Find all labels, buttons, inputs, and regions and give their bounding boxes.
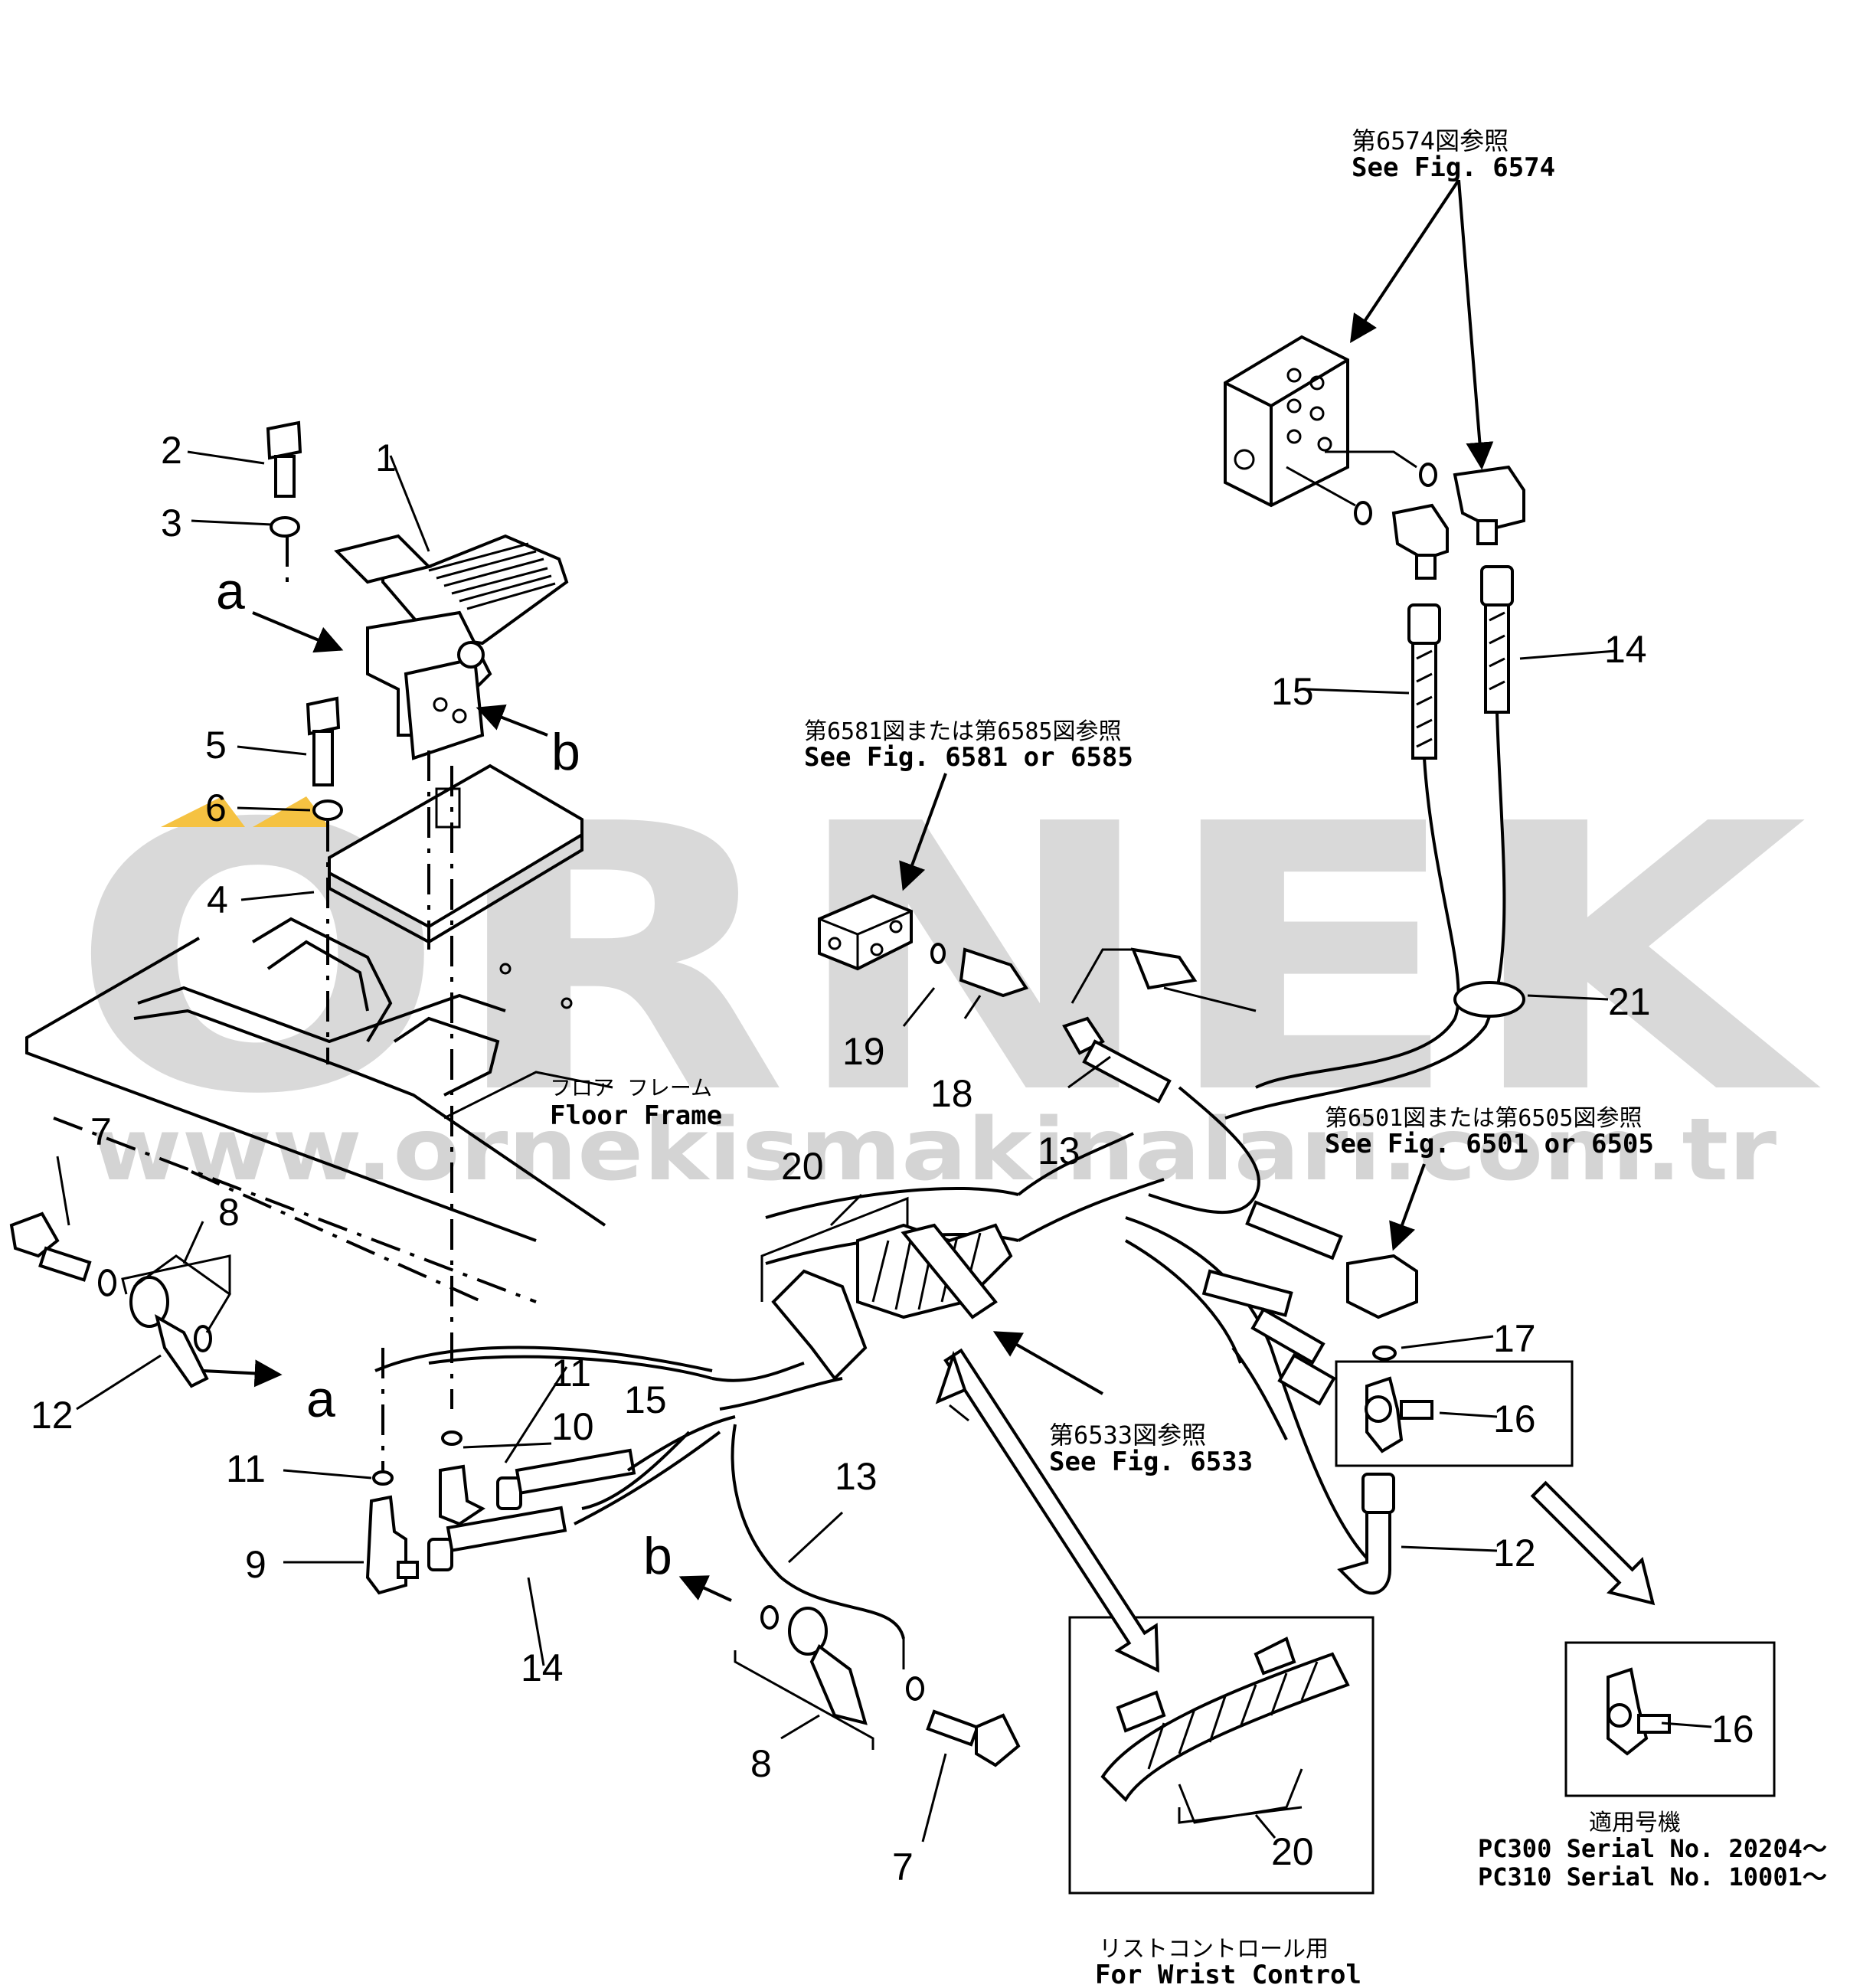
part-label-12-right: 12 [1493, 1532, 1536, 1574]
part-label-13-lower: 13 [835, 1455, 878, 1498]
hose-12-right [1337, 1473, 1395, 1595]
part-label-10: 10 [551, 1405, 594, 1448]
ref-6581-jp: 第6581図または第6585図参照 [804, 718, 1122, 745]
bolt-5-drawing [306, 696, 341, 786]
reference-labels: 第6574図参照 See Fig. 6574 第6581図または第6585図参照… [550, 126, 1827, 1988]
watermark-url: www.ornekismakinalari.com.tr [92, 1100, 1777, 1200]
part-label-14-lower: 14 [521, 1646, 564, 1689]
wrist-control-en: For Wrist Control [1095, 1960, 1361, 1988]
box-16 [1335, 1360, 1574, 1467]
hose-14-15-upper [1224, 565, 1525, 1120]
part-label-6: 6 [205, 786, 227, 829]
ref-6533-en: See Fig. 6533 [1049, 1447, 1253, 1477]
part-label-16-inset: 16 [1711, 1708, 1754, 1751]
hose-14-lower-drawing [427, 1506, 567, 1571]
watermark-accent-mark [161, 796, 329, 827]
left-lower-parts [9, 1211, 231, 1388]
letter-b-upper: b [551, 723, 580, 781]
fitting-18-drawing [959, 947, 1029, 998]
wrist-control-jp: リストコントロール用 [1099, 1936, 1329, 1963]
ref-6574-en: See Fig. 6574 [1352, 152, 1555, 183]
fittings-9-10-11 [365, 1415, 736, 1595]
serial-title: 適用号機 [1589, 1810, 1681, 1836]
floor-frame-drawing [25, 917, 613, 1303]
part-label-13-upper: 13 [1038, 1130, 1080, 1172]
letter-a-upper: a [216, 562, 245, 620]
part-label-15-lower: 15 [624, 1378, 667, 1421]
clamp-21-drawing [1453, 981, 1525, 1018]
washer-3-drawing [270, 516, 300, 538]
leader-lines [56, 178, 1712, 1842]
part-label-18: 18 [930, 1072, 973, 1115]
ref-6581-en: See Fig. 6581 or 6585 [804, 742, 1133, 773]
part-label-2: 2 [161, 429, 182, 472]
serial-inset [1564, 1641, 1776, 1797]
part-label-9: 9 [245, 1543, 266, 1586]
hose-15-lower-drawing [496, 1448, 636, 1510]
letter-a-lower: a [306, 1370, 335, 1428]
part-label-15-upper: 15 [1271, 670, 1314, 713]
part-label-7-lower: 7 [892, 1846, 914, 1888]
valve-block-6574 [1224, 335, 1525, 580]
watermark: ORNEK www.ornekismakinalari.com.tr [69, 747, 1824, 1200]
washer-6-drawing [312, 799, 343, 821]
part-label-20-inset: 20 [1271, 1830, 1314, 1873]
part-number-labels: 2 3 1 5 6 4 7 8 12 11 10 15 11 9 14 13 8… [31, 429, 1754, 1888]
part-label-11-lower: 11 [226, 1447, 266, 1490]
outline-arrows [935, 1348, 1656, 1673]
watermark-brand: ORNEK [69, 747, 1824, 1175]
oring-17-drawing [1372, 1345, 1397, 1361]
block-6581 [818, 894, 1257, 1012]
part-label-4: 4 [207, 878, 228, 921]
part-label-11-upper: 11 [551, 1352, 591, 1395]
serial-line-1: PC300 Serial No. 20204～ [1478, 1834, 1827, 1863]
letter-b-lower: b [643, 1527, 672, 1585]
part-label-12-left: 12 [31, 1394, 74, 1437]
bottom-7-8-assembly [760, 1605, 1021, 1767]
part-label-16-main: 16 [1493, 1398, 1536, 1440]
ref-6501-jp: 第6501図または第6505図参照 [1325, 1105, 1643, 1132]
valve-6501 [1201, 1200, 1418, 1440]
pedal-assembly [266, 420, 583, 1470]
part-label-8-lower: 8 [750, 1742, 772, 1785]
bolt-2-drawing [266, 420, 302, 498]
part-label-20-main: 20 [781, 1145, 824, 1188]
part-label-3: 3 [161, 502, 182, 544]
serial-line-2: PC310 Serial No. 10001～ [1478, 1862, 1827, 1892]
ref-6574-jp: 第6574図参照 [1352, 126, 1509, 155]
part-label-8-left: 8 [218, 1191, 240, 1234]
floor-frame-en: Floor Frame [550, 1100, 722, 1131]
oring-19-drawing [930, 943, 946, 964]
part-label-7-left: 7 [90, 1110, 112, 1153]
wrist-control-inset [1068, 1616, 1375, 1895]
part-label-17: 17 [1493, 1317, 1536, 1360]
harness-20 [374, 1132, 1372, 1640]
hose-13-upper [1062, 1016, 1260, 1215]
ref-6501-en: See Fig. 6501 or 6505 [1325, 1129, 1654, 1159]
part-label-1: 1 [375, 437, 397, 479]
part-label-5: 5 [205, 724, 227, 767]
part-label-14-upper: 14 [1604, 628, 1647, 671]
ref-6533-jp: 第6533図参照 [1049, 1421, 1206, 1450]
floor-frame-jp: フロア フレーム [550, 1075, 712, 1100]
part-label-21: 21 [1608, 980, 1651, 1023]
part-label-19: 19 [842, 1030, 885, 1073]
